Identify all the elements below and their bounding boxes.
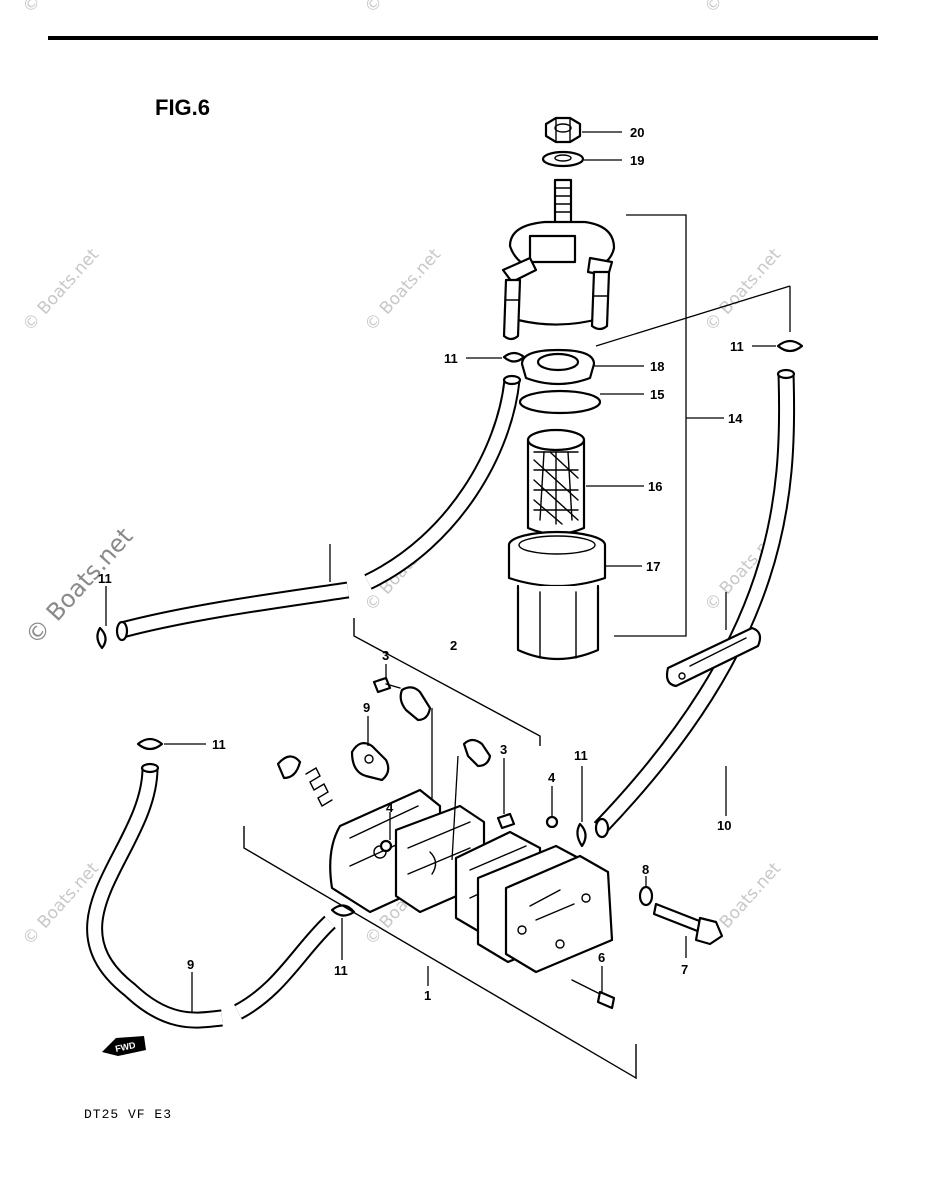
callout-13: 15 bbox=[650, 387, 664, 402]
filter-cup-part-15 bbox=[507, 530, 607, 661]
forward-arrow-label: FWD bbox=[114, 1040, 137, 1054]
watermark: © Boats.net bbox=[701, 0, 785, 17]
gasket-part-8 bbox=[350, 741, 390, 782]
callout-14: 16 bbox=[648, 479, 662, 494]
callout-5: 6 bbox=[598, 950, 605, 965]
top-rule bbox=[48, 36, 878, 40]
callout-3: 3 bbox=[382, 648, 389, 663]
watermark: © Boats.net bbox=[19, 245, 103, 336]
washer-part-17 bbox=[541, 150, 585, 168]
screw-part-3 bbox=[496, 812, 516, 830]
figure-title: FIG.6 bbox=[155, 95, 210, 120]
callout-11: 11 bbox=[444, 351, 458, 366]
callout-3: 3 bbox=[500, 742, 507, 757]
callout-10: 10 bbox=[717, 818, 731, 833]
callout-9: 9 bbox=[187, 957, 194, 972]
forward-arrow-icon: FWD bbox=[102, 1036, 146, 1056]
watermark: © Boats.net bbox=[361, 0, 445, 17]
spring-cap bbox=[276, 755, 302, 780]
fuel-pump-assembly bbox=[276, 676, 724, 1010]
group-bracket-1 bbox=[243, 826, 637, 1080]
pump-cover-front bbox=[504, 854, 614, 974]
check-valve-bottom bbox=[462, 738, 492, 768]
callout-12: 14 bbox=[728, 411, 743, 426]
callout-8: 9 bbox=[363, 700, 370, 715]
watermark: © Boats.net bbox=[701, 245, 785, 336]
washer-part-7 bbox=[638, 885, 654, 907]
callout-4: 4 bbox=[548, 770, 556, 785]
callout-6: 7 bbox=[681, 962, 688, 977]
watermark: © Boats.net bbox=[19, 0, 103, 17]
callout-11: 11 bbox=[212, 737, 226, 752]
callout-labels: 20 19 18 15 14 16 17 11 11 11 2 3 9 11 3… bbox=[98, 125, 744, 1003]
check-valve-top bbox=[399, 686, 432, 722]
callout-11: 11 bbox=[98, 571, 112, 586]
callout-15: 17 bbox=[646, 559, 660, 574]
seal-part-16 bbox=[520, 348, 596, 386]
model-code: DT25 VF E3 bbox=[84, 1107, 172, 1122]
leader-lines bbox=[105, 131, 791, 1012]
nut-part-4 bbox=[379, 839, 393, 853]
callout-17: 19 bbox=[630, 153, 644, 168]
watermark: © Boats.net bbox=[361, 245, 445, 336]
o-ring-part-13 bbox=[518, 389, 602, 415]
callout-1: 1 bbox=[424, 988, 431, 1003]
bolt-part-6 bbox=[652, 902, 704, 934]
callout-4: 4 bbox=[386, 800, 394, 815]
callout-18: 20 bbox=[630, 125, 644, 140]
filter-head bbox=[501, 178, 616, 341]
nut-part-4 bbox=[545, 815, 559, 829]
strap-part-20 bbox=[665, 626, 762, 688]
callout-11: 11 bbox=[730, 339, 744, 354]
nut-part-18 bbox=[544, 116, 582, 144]
callout-2: 2 bbox=[450, 638, 457, 653]
filter-element-part-14 bbox=[526, 428, 586, 536]
callout-11: 11 bbox=[334, 963, 348, 978]
assembly-bracket-12 bbox=[614, 214, 687, 637]
screw-part-3 bbox=[372, 676, 392, 694]
callout-16: 18 bbox=[650, 359, 664, 374]
fuel-hoses bbox=[86, 368, 796, 1029]
spring bbox=[305, 767, 333, 807]
callout-7: 8 bbox=[642, 862, 649, 877]
group-bracket-2 bbox=[353, 618, 541, 746]
fuel-filter-assembly bbox=[501, 116, 687, 661]
callout-11: 11 bbox=[574, 748, 588, 763]
